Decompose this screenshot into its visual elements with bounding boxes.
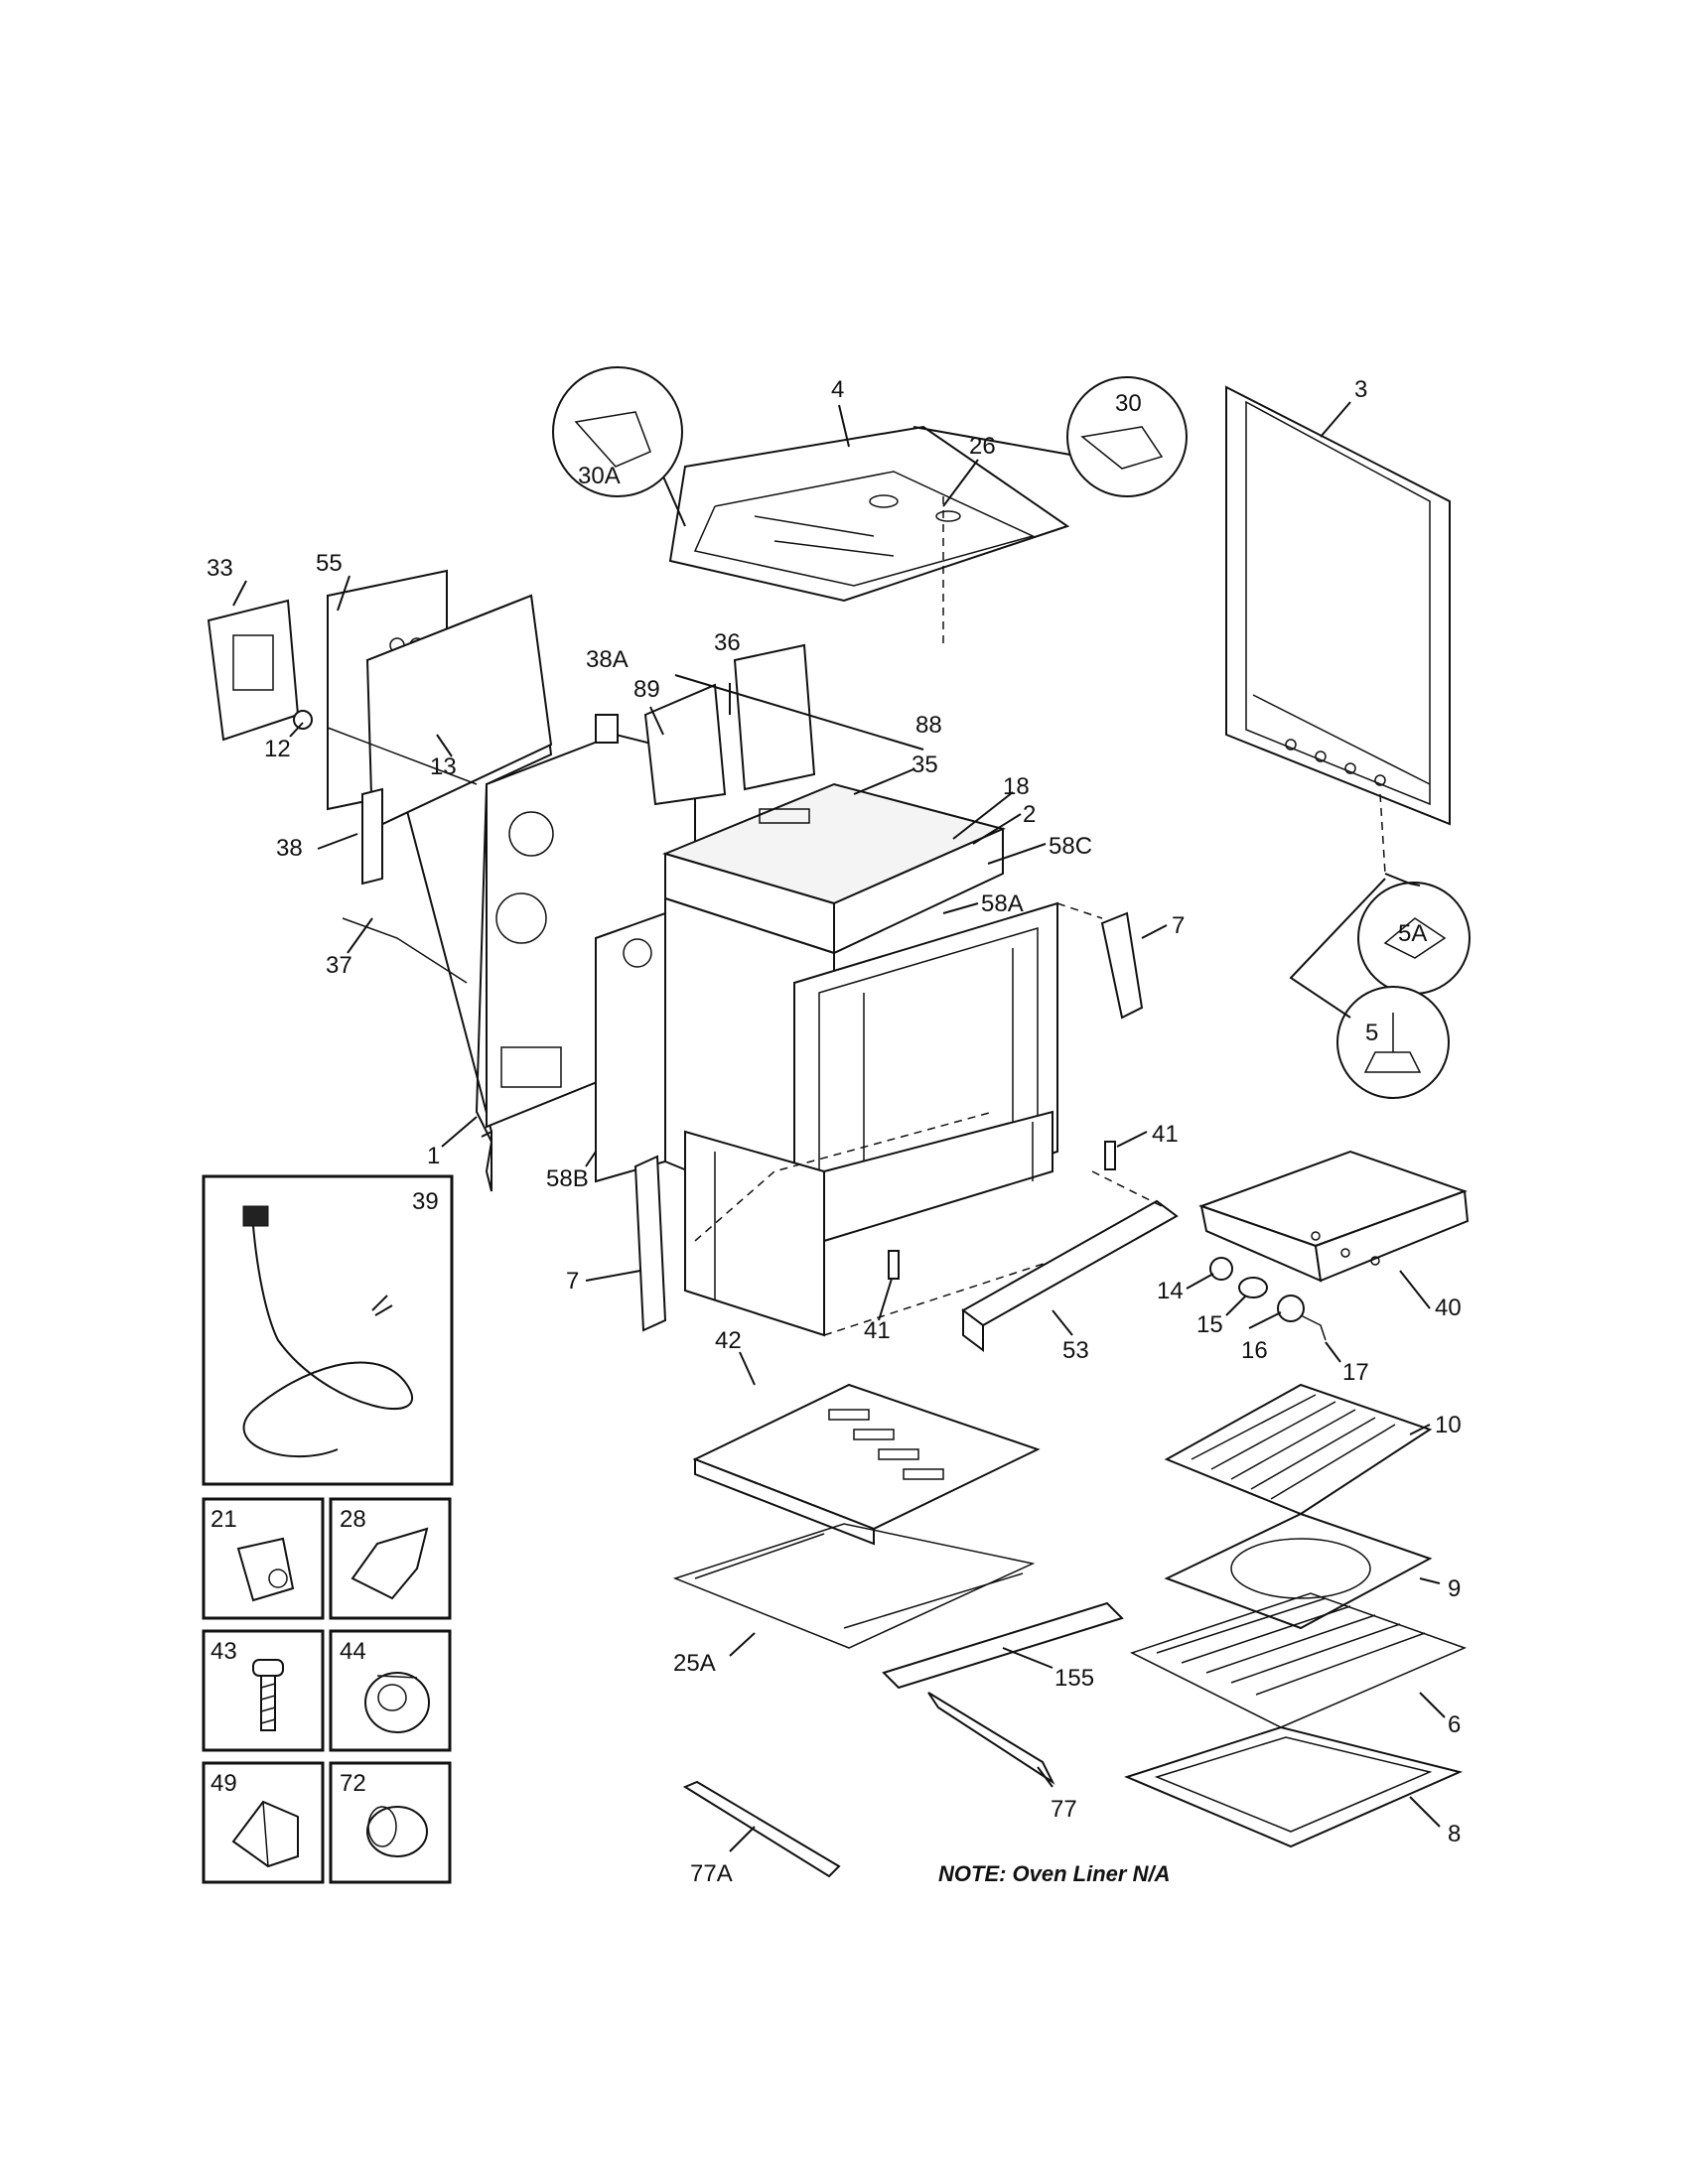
detail-circle-5a bbox=[1289, 873, 1471, 1099]
callout-10: 10 bbox=[1435, 1412, 1462, 1438]
inset-box-72: 72 bbox=[329, 1761, 452, 1884]
callout-89: 89 bbox=[633, 676, 660, 703]
callout-7-left: 7 bbox=[566, 1268, 579, 1295]
door-hinge-part bbox=[633, 911, 1144, 1332]
callout-58c: 58C bbox=[1049, 833, 1092, 860]
callout-41-right: 41 bbox=[1152, 1121, 1179, 1148]
callout-14: 14 bbox=[1157, 1278, 1184, 1304]
inset-box-49: 49 bbox=[202, 1761, 325, 1884]
note-text: NOTE: Oven Liner N/A bbox=[938, 1861, 1170, 1886]
callout-36: 36 bbox=[714, 629, 741, 656]
thermostat-area-part bbox=[595, 643, 924, 806]
callout-77: 77 bbox=[1051, 1796, 1077, 1823]
callout-25a: 25A bbox=[673, 1650, 716, 1677]
callout-38a: 38A bbox=[586, 646, 629, 673]
bushing-icon bbox=[364, 1672, 430, 1733]
inset-box-43: 43 bbox=[202, 1629, 325, 1752]
front-rail-part bbox=[961, 1170, 1179, 1352]
small-parts-left bbox=[293, 710, 478, 984]
callout-15: 15 bbox=[1196, 1311, 1223, 1338]
callout-7-right: 7 bbox=[1172, 912, 1185, 939]
light-socket-part bbox=[1209, 1257, 1327, 1341]
inset-box-39: 39 bbox=[202, 1174, 454, 1486]
callout-55: 55 bbox=[316, 550, 343, 577]
insulation-top-part bbox=[661, 782, 1007, 955]
callout-3: 3 bbox=[1354, 376, 1367, 403]
bracket-part bbox=[888, 1141, 1116, 1280]
callout-58b: 58B bbox=[546, 1165, 589, 1192]
callout-8: 8 bbox=[1448, 1821, 1461, 1847]
callout-13: 13 bbox=[430, 753, 457, 780]
callout-30: 30 bbox=[1115, 390, 1142, 417]
screw-icon bbox=[252, 1659, 284, 1731]
detail-circle-30 bbox=[912, 376, 1188, 497]
callout-5a: 5A bbox=[1398, 920, 1427, 947]
bottom-panel-part bbox=[692, 1383, 1041, 1546]
callout-1: 1 bbox=[427, 1143, 440, 1169]
inset-label-49: 49 bbox=[210, 1770, 237, 1797]
callout-labels: 4 26 30 30A 3 33 55 12 13 38 37 1 58B 38… bbox=[207, 376, 1462, 1887]
side-panel-part bbox=[1225, 385, 1451, 875]
inset-label-72: 72 bbox=[340, 1770, 366, 1797]
callout-88: 88 bbox=[915, 712, 942, 739]
callout-18: 18 bbox=[1003, 773, 1030, 800]
drawer-part bbox=[1198, 1150, 1470, 1283]
callout-37: 37 bbox=[326, 952, 352, 979]
top-panel-part bbox=[668, 425, 1070, 645]
lower-rail-part bbox=[882, 1601, 1124, 1785]
callout-5: 5 bbox=[1365, 1020, 1378, 1046]
inset-label-39: 39 bbox=[412, 1188, 439, 1215]
callout-4: 4 bbox=[831, 376, 844, 403]
callout-30a: 30A bbox=[578, 463, 621, 489]
plug-cap-icon bbox=[366, 1806, 428, 1857]
oven-frame-part bbox=[684, 1110, 1053, 1337]
callout-58a: 58A bbox=[981, 890, 1024, 917]
inset-label-21: 21 bbox=[210, 1506, 237, 1533]
callout-16: 16 bbox=[1241, 1337, 1268, 1364]
inset-label-43: 43 bbox=[210, 1638, 237, 1665]
bracket-icon bbox=[351, 1527, 429, 1600]
broil-grid-part bbox=[1164, 1383, 1433, 1516]
callout-2: 2 bbox=[1023, 801, 1036, 828]
callout-9: 9 bbox=[1448, 1575, 1461, 1602]
inset-box-21: 21 bbox=[202, 1497, 325, 1620]
callout-26: 26 bbox=[969, 433, 996, 460]
callout-6: 6 bbox=[1448, 1711, 1461, 1738]
leader-lines bbox=[232, 401, 1446, 1852]
inset-label-44: 44 bbox=[340, 1638, 366, 1665]
drip-pan-part bbox=[1124, 1725, 1464, 1848]
callout-40: 40 bbox=[1435, 1295, 1462, 1321]
angle-bracket-icon bbox=[231, 1800, 299, 1868]
junction-box-part bbox=[207, 599, 300, 742]
inset-label-28: 28 bbox=[340, 1506, 366, 1533]
inset-box-44: 44 bbox=[329, 1629, 452, 1752]
detail-circle-30a bbox=[552, 366, 686, 527]
callout-77a: 77A bbox=[690, 1860, 733, 1887]
callout-41-left: 41 bbox=[864, 1317, 891, 1344]
callout-38: 38 bbox=[276, 835, 303, 862]
callout-35: 35 bbox=[912, 751, 938, 778]
inset-box-28: 28 bbox=[329, 1497, 452, 1620]
oven-rack-part bbox=[1130, 1592, 1468, 1728]
callout-12: 12 bbox=[264, 736, 291, 762]
clip-icon bbox=[236, 1537, 295, 1602]
broil-pan-part bbox=[1164, 1512, 1433, 1630]
callout-155: 155 bbox=[1054, 1665, 1094, 1692]
callout-42: 42 bbox=[715, 1327, 742, 1354]
callout-17: 17 bbox=[1342, 1359, 1369, 1386]
power-cord-icon bbox=[242, 1205, 414, 1458]
callout-33: 33 bbox=[207, 555, 233, 582]
kick-plate-part bbox=[682, 1780, 841, 1878]
bake-element-frame-part bbox=[672, 1523, 1036, 1649]
callout-53: 53 bbox=[1062, 1337, 1089, 1364]
